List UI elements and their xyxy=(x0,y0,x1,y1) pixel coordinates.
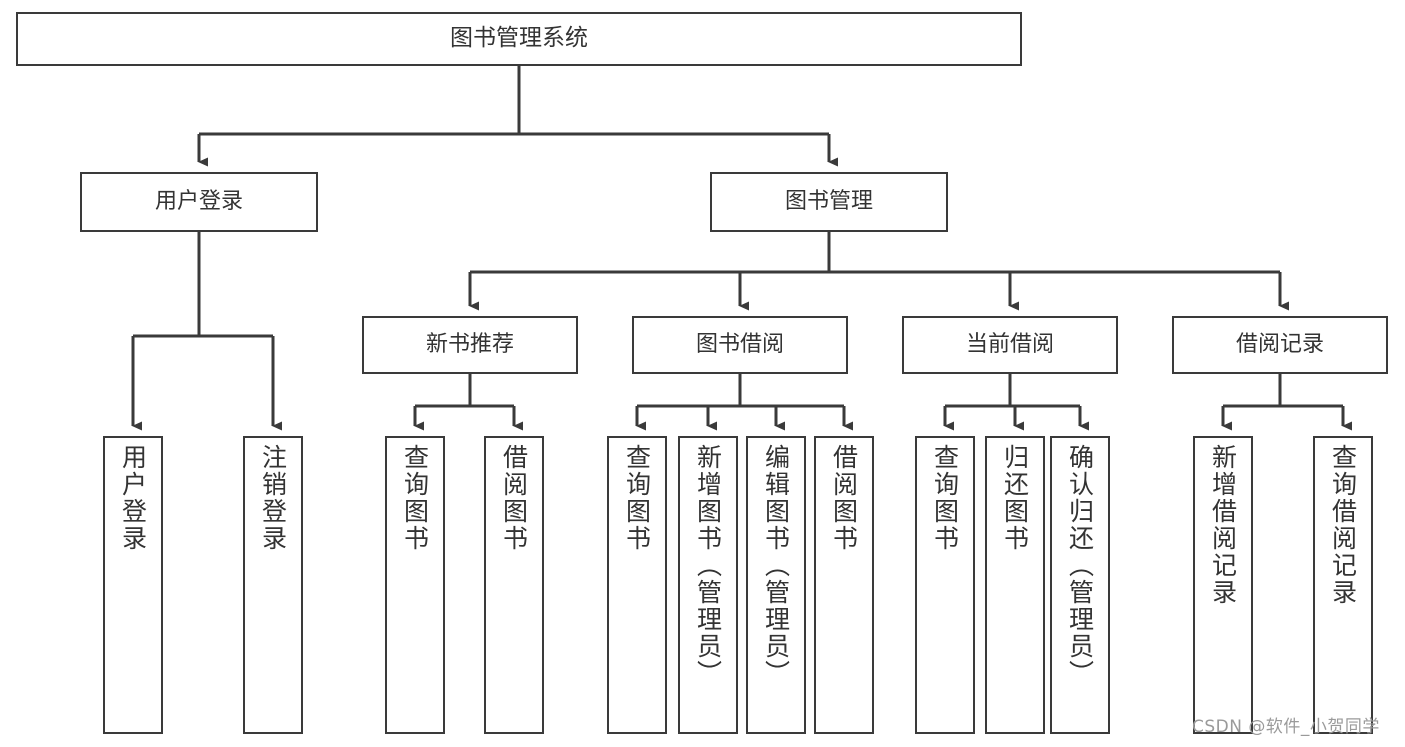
node-leaf-user-logout[interactable]: 注销登录 xyxy=(243,436,303,734)
node-label: 图书管理系统 xyxy=(450,25,588,52)
node-leaf-query-book-rec[interactable]: 查询图书 xyxy=(385,436,445,734)
node-label: 新书推荐 xyxy=(425,332,514,358)
node-leaf-edit-book-admin[interactable]: 编辑图书（管理员） xyxy=(746,436,806,734)
node-label: 用户登录 xyxy=(154,189,243,215)
node-user-login[interactable]: 用户登录 xyxy=(80,172,318,232)
node-leaf-borrow-book-bor[interactable]: 借阅图书 xyxy=(814,436,874,734)
node-leaf-query-borrow-record[interactable]: 查询借阅记录 xyxy=(1313,436,1373,734)
node-label: 借阅图书 xyxy=(829,444,859,552)
connector-lines xyxy=(131,66,1352,431)
node-label: 查询图书 xyxy=(930,444,960,552)
node-label: 用户登录 xyxy=(118,444,148,552)
node-label: 注销登录 xyxy=(258,444,288,552)
node-leaf-user-login[interactable]: 用户登录 xyxy=(103,436,163,734)
node-leaf-add-borrow-record[interactable]: 新增借阅记录 xyxy=(1193,436,1253,734)
node-current-borrow[interactable]: 当前借阅 xyxy=(902,316,1118,374)
node-label: 查询图书 xyxy=(400,444,430,552)
node-label: 查询图书 xyxy=(622,444,652,552)
node-label: 图书管理 xyxy=(784,189,873,215)
node-label: 归还图书 xyxy=(1000,444,1030,552)
node-leaf-query-book-cur[interactable]: 查询图书 xyxy=(915,436,975,734)
node-root[interactable]: 图书管理系统 xyxy=(16,12,1022,66)
node-label: 借阅图书 xyxy=(499,444,529,552)
node-label: 图书借阅 xyxy=(695,332,784,358)
node-leaf-return-book[interactable]: 归还图书 xyxy=(985,436,1045,734)
node-borrow-record[interactable]: 借阅记录 xyxy=(1172,316,1388,374)
node-leaf-confirm-return-admin[interactable]: 确认归还（管理员） xyxy=(1050,436,1110,734)
node-label: 借阅记录 xyxy=(1235,332,1324,358)
node-label: 当前借阅 xyxy=(965,332,1054,358)
node-label: 新增图书（管理员） xyxy=(693,444,723,687)
node-book-borrow[interactable]: 图书借阅 xyxy=(632,316,848,374)
node-label: 查询借阅记录 xyxy=(1328,444,1358,606)
node-label: 新增借阅记录 xyxy=(1208,444,1238,606)
node-leaf-borrow-book-rec[interactable]: 借阅图书 xyxy=(484,436,544,734)
node-label: 编辑图书（管理员） xyxy=(761,444,791,687)
node-leaf-add-book-admin[interactable]: 新增图书（管理员） xyxy=(678,436,738,734)
node-new-book-recommend[interactable]: 新书推荐 xyxy=(362,316,578,374)
node-label: 确认归还（管理员） xyxy=(1065,444,1095,687)
node-book-manage[interactable]: 图书管理 xyxy=(710,172,948,232)
node-leaf-query-book-bor[interactable]: 查询图书 xyxy=(607,436,667,734)
